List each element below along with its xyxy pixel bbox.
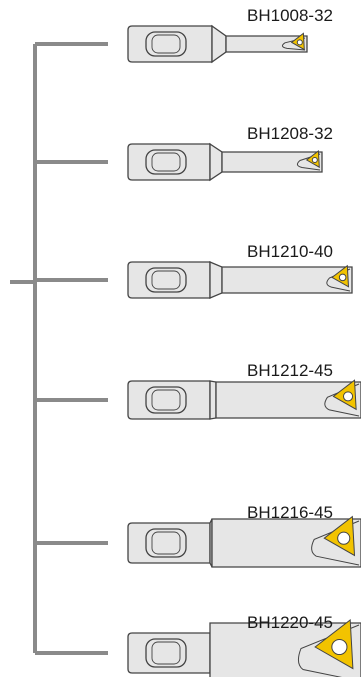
boring-bar [211,518,361,568]
chip-pocket [281,37,306,51]
shank-flat [145,267,187,293]
insert-screw-icon [331,638,348,656]
shank-flat-inner [151,389,181,411]
insert-screw-icon [296,39,303,46]
shank-flat [145,149,187,175]
tool-label: BH1008-32 [247,6,333,25]
shank-flat [145,638,187,668]
boring-tool [127,379,361,420]
chip-pocket [297,624,360,677]
tool-label: BH1208-32 [247,124,333,143]
boring-tool [127,515,361,568]
tool-neck [209,142,223,182]
boring-bar [221,151,323,173]
tool-label: BH1220-45 [247,613,333,632]
boring-bar [221,266,353,294]
boring-bar [209,622,361,677]
boring-bar [215,381,361,419]
boring-tool [127,261,353,299]
tool-label: BH1212-45 [247,361,333,380]
tool-neck [209,380,217,420]
tree-connector [10,42,108,655]
shank-flat-inner [151,641,181,665]
shank-flat [145,386,187,414]
insert-screw-icon [337,531,351,545]
shank-flat [145,528,187,558]
insert-screw-icon [338,273,347,282]
shank-flat-inner [151,34,181,54]
insert-screw-icon [343,391,354,402]
labels-layer: BH1008-32BH1208-32BH1210-40BH1212-45BH12… [247,6,333,632]
shank-flat-inner [151,531,181,555]
shank-flat-inner [151,270,181,290]
tool-neck [209,261,223,299]
tools-layer [127,24,361,677]
chip-pocket [326,268,351,292]
boring-tool [127,142,323,182]
shank-flat [145,31,187,57]
tool-label: BH1216-45 [247,503,333,522]
chip-pocket [296,153,321,171]
insert-screw-icon [311,156,318,164]
chip-pocket [324,383,360,417]
shank-flat-inner [151,152,181,172]
tool-neck [211,24,227,64]
boring-tool [127,619,361,677]
chip-pocket [311,520,360,566]
boring-tool [127,24,308,64]
tool-label: BH1210-40 [247,242,333,261]
